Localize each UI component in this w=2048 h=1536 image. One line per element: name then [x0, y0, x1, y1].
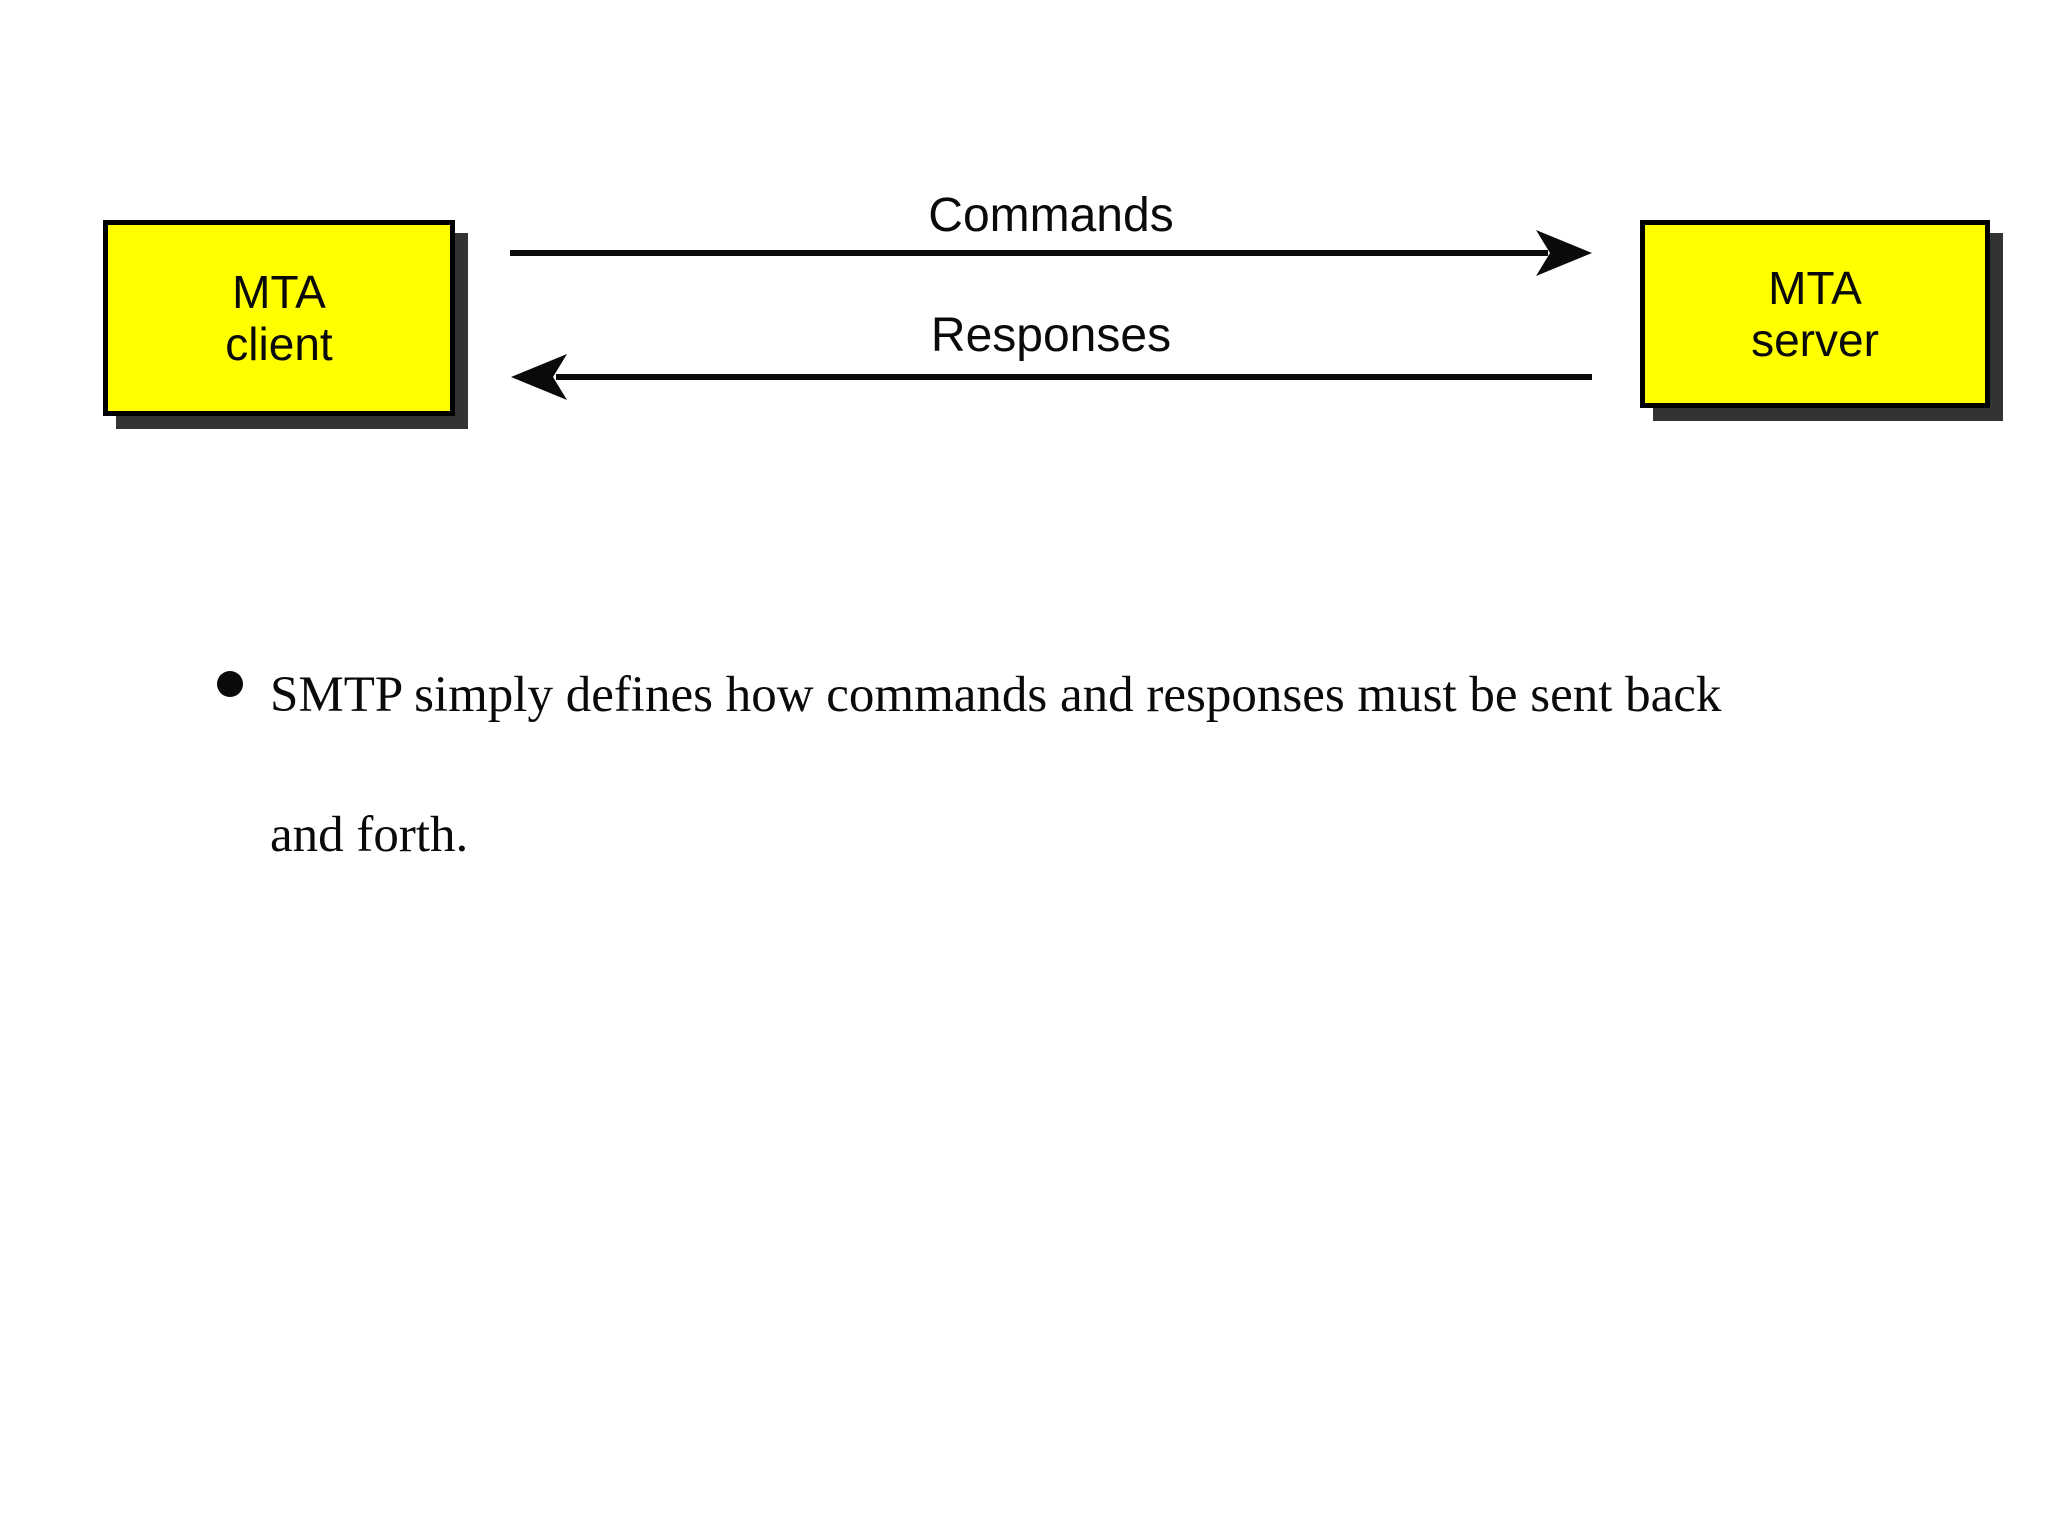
commands-label: Commands — [928, 189, 1174, 242]
mta-client-box: MTA client — [103, 220, 455, 416]
mta-server-box: MTA server — [1640, 220, 1990, 408]
responses-label: Responses — [930, 309, 1172, 362]
bullet-text-line2: and forth. — [270, 807, 469, 863]
mta-client-label-line1: MTA — [232, 266, 326, 318]
mta-server-label-line2: server — [1751, 314, 1879, 366]
mta-server-label-line1: MTA — [1768, 262, 1862, 314]
bullet-text-line1: SMTP simply defines how commands and res… — [270, 667, 1722, 723]
bullet-marker-icon — [217, 671, 243, 697]
mta-client-label-line2: client — [225, 318, 333, 370]
